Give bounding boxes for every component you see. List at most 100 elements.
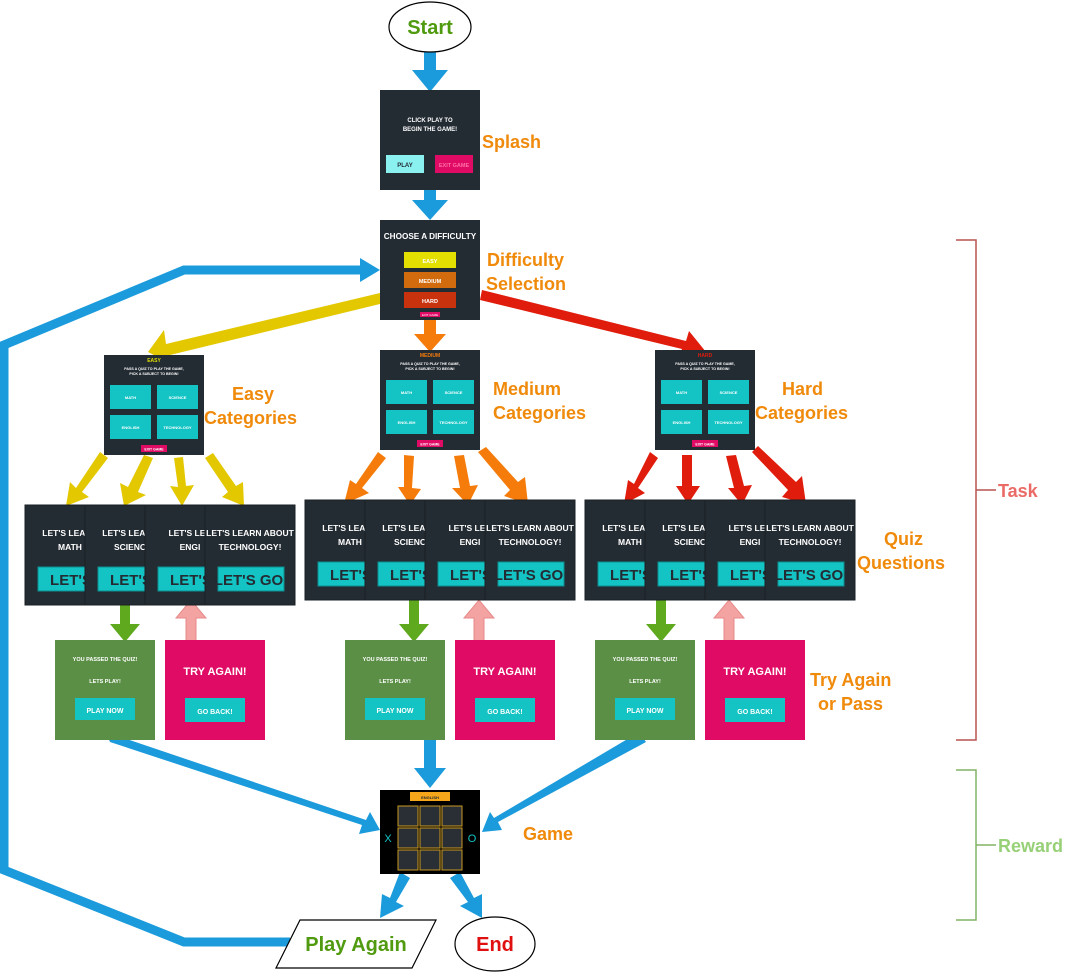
difficulty-easy-label: EASY — [423, 259, 438, 265]
end-node — [454, 916, 536, 972]
label-try-2: or Pass — [818, 694, 883, 714]
difficulty-exit-button[interactable] — [420, 312, 440, 317]
fail-title: TRY AGAIN! — [183, 666, 246, 678]
category-header: EASY — [147, 358, 161, 364]
category-header: MEDIUM — [420, 353, 440, 359]
category-tile-math[interactable] — [661, 380, 702, 404]
pass-play-now-button[interactable] — [365, 698, 425, 720]
game-banner — [410, 792, 450, 801]
category-tile-label: MATH — [401, 390, 412, 395]
category-tile-math[interactable] — [386, 380, 427, 404]
arrow-difficulty-easy — [148, 293, 384, 366]
splash-exit-button[interactable] — [435, 155, 473, 173]
label-medium-1: Medium — [493, 379, 561, 399]
category-tile-english[interactable] — [386, 410, 427, 434]
game-cell[interactable] — [419, 827, 441, 849]
category-tile-label: ENGLISH — [398, 420, 416, 425]
label-hard-1: Hard — [782, 379, 823, 399]
end-label: End — [476, 934, 514, 956]
quiz-go-label: LET'S GO! — [494, 567, 568, 584]
category-exit-label: EXIT GAME — [420, 443, 440, 447]
category-tile-science[interactable] — [157, 385, 198, 409]
quiz-go-label: LET'S — [50, 572, 92, 589]
difficulty-hard-button[interactable] — [404, 292, 456, 308]
category-tile-label: TECHNOLOGY — [439, 420, 468, 425]
category-tile-science[interactable] — [433, 380, 474, 404]
label-easy-2: Categories — [204, 408, 297, 428]
pass-play-now-button[interactable] — [75, 698, 135, 720]
game-cell[interactable] — [441, 849, 463, 871]
fail-go-back-button[interactable] — [475, 698, 535, 722]
label-hard-2: Categories — [755, 403, 848, 423]
quiz-go-label: LET'S — [610, 567, 652, 584]
game-cell[interactable] — [419, 805, 441, 827]
difficulty-title: CHOOSE A DIFFICULTY — [384, 232, 477, 241]
pass-text-2: LETS PLAY! — [629, 679, 661, 685]
category-exit-label: EXIT GAME — [144, 448, 164, 452]
category-text-2: PICK A SUBJECT TO BEGIN! — [680, 367, 729, 371]
fail-go-back-button[interactable] — [725, 698, 785, 722]
category-tile-label: ENGLISH — [673, 420, 691, 425]
label-quiz-2: Questions — [857, 553, 945, 573]
arrow-easy-pass-game — [106, 733, 380, 834]
quiz-card-line-1: LET'S LEARN ABOUT — [206, 528, 294, 538]
quiz-go-button[interactable] — [777, 561, 845, 587]
label-difficulty-2: Selection — [486, 274, 566, 294]
category-tile-technology[interactable] — [433, 410, 474, 434]
arrow-game-play-again — [380, 872, 410, 918]
quiz-card-line-1: LET'S LEARN — [322, 523, 377, 533]
quiz-go-button[interactable] — [217, 566, 285, 592]
category-tile-english[interactable] — [110, 415, 151, 439]
splash-play-button[interactable] — [386, 155, 424, 173]
fail-title: TRY AGAIN! — [723, 666, 786, 678]
category-exit-button[interactable] — [692, 440, 718, 447]
quiz-go-label: LET'S — [170, 572, 212, 589]
pass-play-now-label: PLAY NOW — [377, 708, 414, 715]
quiz-card-line-2: SCIENC — [674, 537, 706, 547]
category-tile-math[interactable] — [110, 385, 151, 409]
difficulty-medium-button[interactable] — [404, 272, 456, 288]
fail-go-back-button[interactable] — [185, 698, 245, 722]
game-cell[interactable] — [419, 849, 441, 871]
quiz-go-label: LET'S — [110, 572, 152, 589]
quiz-card-line-1: LET'S LEA — [448, 523, 491, 533]
category-exit-button[interactable] — [417, 440, 443, 447]
game-cell[interactable] — [397, 827, 419, 849]
category-tile-english[interactable] — [661, 410, 702, 434]
quiz-card-line-2: TECHNOLOGY! — [499, 537, 562, 547]
category-tile-label: MATH — [676, 390, 687, 395]
fail-go-back-label: GO BACK! — [737, 709, 772, 716]
game-cell[interactable] — [441, 805, 463, 827]
game-cell[interactable] — [397, 849, 419, 871]
difficulty-easy-button[interactable] — [404, 252, 456, 268]
label-try-1: Try Again — [810, 670, 891, 690]
game-cell[interactable] — [397, 805, 419, 827]
arrow-difficulty-medium — [414, 320, 446, 352]
game-cell[interactable] — [441, 827, 463, 849]
medium-quiz-arrows — [344, 447, 528, 505]
label-easy-1: Easy — [232, 384, 274, 404]
quiz-go-button[interactable] — [497, 561, 565, 587]
category-tile-technology[interactable] — [708, 410, 749, 434]
category-tile-technology[interactable] — [157, 415, 198, 439]
difficulty-exit-label: EXIT GAME — [422, 313, 438, 317]
pass-text-1: YOU PASSED THE QUIZ! — [73, 657, 138, 663]
category-tile-label: SCIENCE — [720, 390, 738, 395]
quiz-card-line-2: MATH — [618, 537, 642, 547]
quiz-go-label: LET'S — [390, 567, 432, 584]
game-player-x: X — [384, 833, 392, 845]
start-label: Start — [407, 17, 453, 39]
start-node — [388, 1, 472, 53]
retry-arrows — [174, 599, 746, 643]
quiz-card-line-1: LET'S LEARN ABOUT — [766, 523, 854, 533]
fail-title: TRY AGAIN! — [473, 666, 536, 678]
category-exit-button[interactable] — [141, 445, 167, 452]
category-tile-science[interactable] — [708, 380, 749, 404]
splash-screen: CLICK PLAY TO BEGIN THE GAME! PLAY EXIT … — [380, 90, 480, 190]
tic-tac-toe-grid[interactable] — [397, 805, 463, 871]
pass-play-now-button[interactable] — [615, 698, 675, 720]
category-text-1: PASS A QUIZ TO PLAY THE GAME, — [124, 367, 184, 371]
